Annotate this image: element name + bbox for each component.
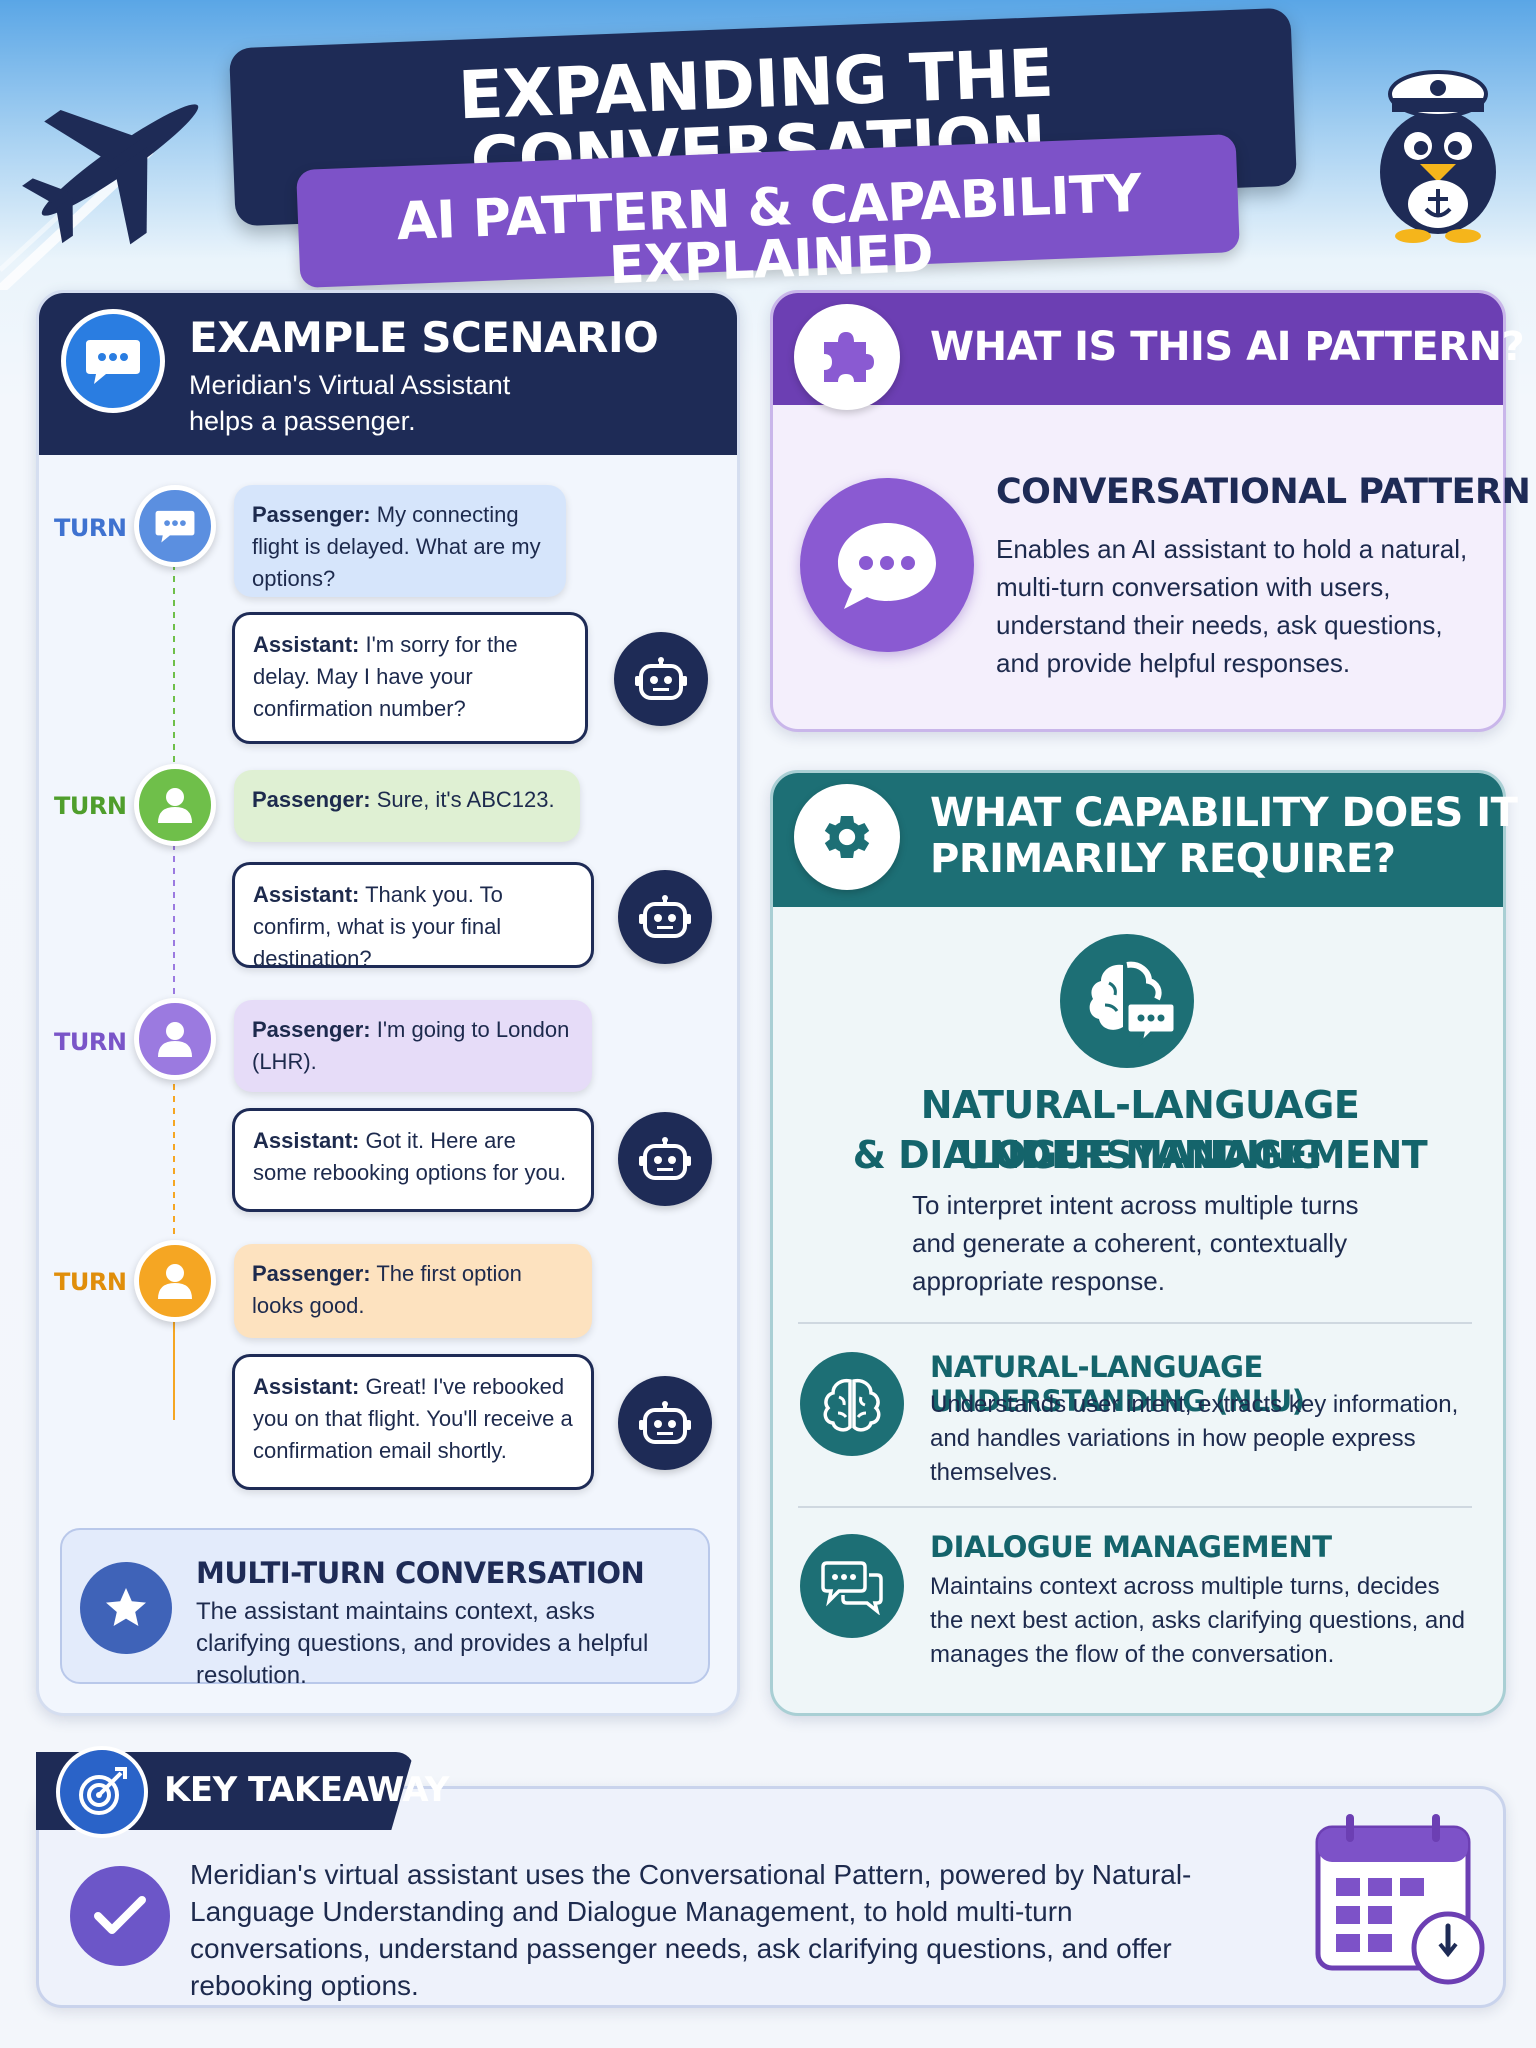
nlu-title: NATURAL-LANGUAGE UNDERSTANDING (NLU) <box>930 1350 1305 1418</box>
robot-icon <box>618 1376 712 1470</box>
turn-1-assistant-bubble: Assistant: I'm sorry for the delay. May … <box>232 612 588 744</box>
turn-3-user-icon <box>134 998 216 1080</box>
speaker-label: Assistant: <box>253 882 360 907</box>
gear-icon <box>794 784 900 890</box>
message-text: Sure, it's ABC123. <box>370 787 555 812</box>
message-text: Thank you. To confirm, what is your fina… <box>253 882 503 971</box>
speaker-label: Passenger: <box>252 502 371 527</box>
puzzle-piece-icon <box>794 304 900 410</box>
ai-pattern-title: WHAT IS THIS AI PATTERN? <box>930 324 1525 370</box>
chat-bubble-icon <box>61 309 165 413</box>
message-text: The first option looks good. <box>252 1261 522 1318</box>
turn-2-user-icon <box>134 764 216 846</box>
scenario-subtitle-line1: Meridian's Virtual Assistant <box>189 370 511 400</box>
captain-bird-mascot-icon <box>1380 70 1496 243</box>
calendar-clock-icon <box>1315 1814 1485 1985</box>
turn-3-assistant-bubble: Assistant: Got it. Here are some rebooki… <box>232 1108 594 1212</box>
speaker-label: Passenger: <box>252 1261 371 1286</box>
turn-4-assistant-bubble: Assistant: Great! I've rebooked you on t… <box>232 1354 594 1490</box>
speaker-label: Assistant: <box>253 1374 360 1399</box>
summary-text: The assistant maintains context, asks cl… <box>196 1598 649 1689</box>
divider <box>798 1322 1472 1324</box>
robot-icon <box>618 870 712 964</box>
brain-icon <box>800 1352 904 1456</box>
dialogue-management-text: Maintains context across multiple turns,… <box>930 1573 1465 1668</box>
nlu-text: Understands user intent, extracts key in… <box>930 1391 1459 1486</box>
turn-2-passenger-bubble: Passenger: Sure, it's ABC123. <box>234 770 580 842</box>
message-text: My connecting flight is delayed. What ar… <box>252 502 541 591</box>
speaker-label: Passenger: <box>252 1017 371 1042</box>
turn-1-chat-icon <box>134 485 216 567</box>
divider <box>798 1506 1472 1508</box>
turn-4-user-icon <box>134 1240 216 1322</box>
message-text: Got it. Here are some rebooking options … <box>253 1128 567 1185</box>
capability-name-line1: NATURAL-LANGUAGE UNDERSTANDING <box>920 1083 1360 1177</box>
message-text: I'm going to London (LHR). <box>252 1017 570 1074</box>
speaker-label: Assistant: <box>253 632 360 657</box>
scenario-subtitle-line2: helps a passenger. <box>189 406 416 436</box>
capability-description: To interpret intent across multiple turn… <box>912 1190 1359 1296</box>
turn-2-assistant-bubble: Assistant: Thank you. To confirm, what i… <box>232 862 594 971</box>
speaker-label: Assistant: <box>253 1128 360 1153</box>
turn-4-passenger-bubble: Passenger: The first option looks good. <box>234 1244 592 1338</box>
turn-1-passenger-bubble: Passenger: My connecting flight is delay… <box>234 485 566 597</box>
message-text: Great! I've rebooked you on that flight.… <box>253 1374 573 1463</box>
checkmark-icon <box>70 1866 170 1966</box>
pattern-description: Enables an AI assistant to hold a natura… <box>996 534 1468 678</box>
key-takeaway-text: Meridian's virtual assistant uses the Co… <box>190 1859 1192 2001</box>
dialogue-management-title: DIALOGUE MANAGEMENT <box>930 1530 1332 1564</box>
robot-icon <box>614 632 708 726</box>
star-icon <box>80 1562 172 1654</box>
summary-title: MULTI-TURN CONVERSATION <box>196 1556 645 1590</box>
key-takeaway-title: KEY TAKEAWAY <box>164 1770 449 1810</box>
capability-name-line2: & DIALOGUE MANAGEMENT <box>852 1133 1428 1177</box>
dialogue-bubbles-icon <box>800 1534 904 1638</box>
speaker-label: Passenger: <box>252 787 371 812</box>
pattern-name: CONVERSATIONAL PATTERN <box>996 472 1531 512</box>
capability-title-line1: WHAT CAPABILITY DOES IT <box>930 790 1518 836</box>
robot-icon <box>618 1112 712 1206</box>
capability-title-line2: PRIMARILY REQUIRE? <box>930 836 1396 882</box>
turn-3-passenger-bubble: Passenger: I'm going to London (LHR). <box>234 1000 592 1092</box>
scenario-title: EXAMPLE SCENARIO <box>189 313 659 362</box>
message-text: I'm sorry for the delay. May I have your… <box>253 632 518 721</box>
conversation-bubble-icon <box>800 478 974 652</box>
target-icon <box>56 1746 148 1838</box>
brain-chat-icon <box>1060 934 1194 1068</box>
airplane-icon <box>0 104 199 290</box>
